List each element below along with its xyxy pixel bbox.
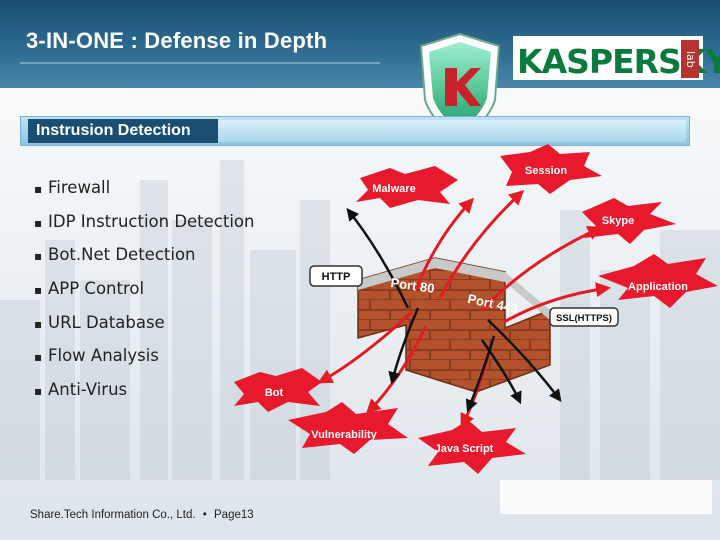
list-item: ▪Bot.Net Detection (34, 243, 254, 277)
threat-burst-bot: Bot (234, 368, 322, 412)
kaspersky-logo: KASPERSKY lab (513, 36, 703, 80)
threat-burst-vulnerability: Vulnerability (288, 402, 408, 454)
list-item: ▪IDP Instruction Detection (34, 210, 254, 244)
firewall-wall (358, 258, 550, 392)
square-bullet-icon: ▪ (34, 278, 48, 302)
footer-box (500, 480, 712, 514)
threat-burst-javascript: Java Script (418, 420, 526, 474)
footer-page: Page13 (214, 509, 254, 521)
ssl-label: SSL(HTTPS) (550, 308, 618, 326)
section-label: Instrusion Detection (28, 119, 218, 143)
firewall-diagram: Malware Session Skype Application Bot Vu… (230, 140, 720, 485)
square-bullet-icon: ▪ (34, 312, 48, 336)
footer-company: Share.Tech Information Co., Ltd. (30, 509, 196, 521)
threat-label-skype: Skype (602, 215, 634, 227)
feature-list: ▪Firewall ▪IDP Instruction Detection ▪Bo… (34, 176, 254, 412)
http-text: HTTP (322, 271, 351, 283)
square-bullet-icon: ▪ (34, 345, 48, 369)
list-item-label: URL Database (48, 313, 165, 332)
list-item: ▪Firewall (34, 176, 254, 210)
threat-label-session: Session (525, 165, 567, 177)
square-bullet-icon: ▪ (34, 244, 48, 268)
threat-label-application: Application (628, 281, 688, 293)
slide-title: 3-IN-ONE : Defense in Depth (26, 28, 327, 54)
threat-label-bot: Bot (265, 387, 284, 399)
ssl-text: SSL(HTTPS) (556, 313, 612, 324)
list-item-label: IDP Instruction Detection (48, 212, 254, 231)
footer: Share.Tech Information Co., Ltd. • Page1… (30, 509, 254, 521)
list-item: ▪APP Control (34, 277, 254, 311)
threat-burst-skype: Skype (582, 198, 676, 244)
list-item-label: Firewall (48, 178, 110, 197)
threat-label-javascript: Java Script (435, 443, 494, 455)
footer-separator: • (203, 509, 207, 521)
threat-burst-application: Application (598, 254, 718, 308)
threat-label-malware: Malware (372, 183, 415, 195)
threat-burst-session: Session (500, 144, 602, 194)
list-item-label: Bot.Net Detection (48, 245, 196, 264)
list-item-label: Anti-Virus (48, 380, 127, 399)
list-item-label: Flow Analysis (48, 346, 159, 365)
list-item: ▪URL Database (34, 311, 254, 345)
threat-burst-malware: Malware (356, 166, 458, 208)
section-bar-fill (218, 120, 686, 142)
title-underline (20, 62, 380, 64)
square-bullet-icon: ▪ (34, 177, 48, 201)
logo-lab-text: lab (681, 40, 699, 78)
http-label: HTTP (310, 266, 362, 286)
list-item-label: APP Control (48, 279, 144, 298)
list-item: ▪Anti-Virus (34, 378, 254, 412)
square-bullet-icon: ▪ (34, 379, 48, 403)
list-item: ▪Flow Analysis (34, 344, 254, 378)
square-bullet-icon: ▪ (34, 211, 48, 235)
threat-label-vulnerability: Vulnerability (311, 429, 377, 441)
